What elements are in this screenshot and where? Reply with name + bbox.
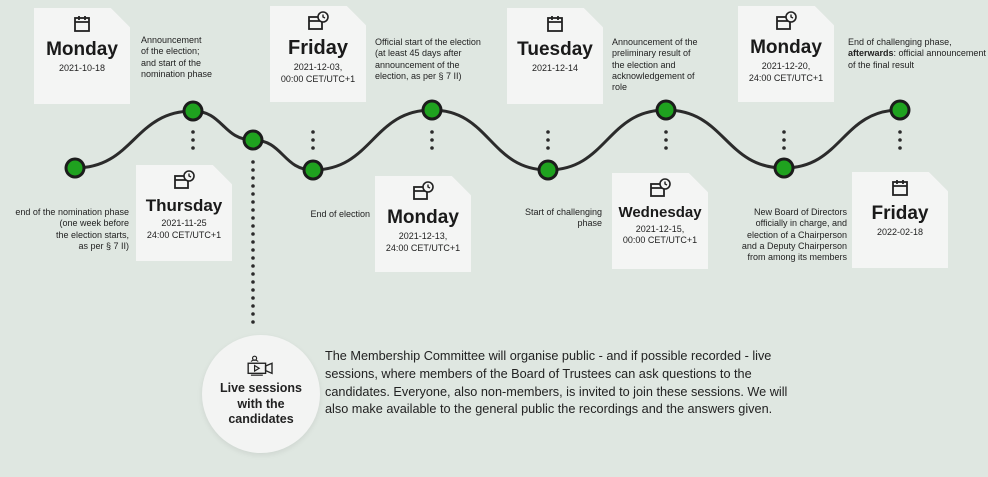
card-day: Wednesday bbox=[618, 204, 702, 221]
calendar-clock-icon bbox=[308, 11, 329, 30]
live-video-icon bbox=[247, 355, 273, 376]
wave-line bbox=[74, 108, 901, 172]
calendar-clock-icon bbox=[413, 181, 434, 200]
calendar-icon bbox=[74, 16, 90, 32]
card-date: 2021-10-18 bbox=[58, 62, 106, 73]
date-card-preliminary-result: Tuesday 2021-12-14 bbox=[507, 8, 603, 104]
desc-new-board: New Board of Directors officially in cha… bbox=[741, 207, 847, 262]
card-day: Tuesday bbox=[517, 39, 593, 60]
desc-part: End of challenging phase, bbox=[848, 37, 952, 47]
live-sessions-badge: Live sessions with the candidates bbox=[202, 335, 320, 453]
desc-challenge-end: End of challenging phase, afterwards: of… bbox=[848, 37, 988, 71]
connector-live-sessions bbox=[251, 160, 255, 324]
timeline-node bbox=[67, 160, 83, 176]
timeline-node bbox=[658, 102, 674, 118]
timeline-node bbox=[892, 102, 908, 118]
card-date: 2021-11-25 24:00 CET/UTC+1 bbox=[146, 217, 222, 240]
card-date: 2021-12-14 bbox=[531, 62, 579, 73]
date-card-election-start: Friday 2021-12-03, 00:00 CET/UTC+1 bbox=[270, 6, 366, 102]
card-day: Friday bbox=[287, 37, 349, 59]
connector-friday bbox=[311, 130, 315, 150]
card-day: Monday bbox=[750, 37, 822, 58]
desc-election-start: Official start of the election (at least… bbox=[375, 37, 481, 81]
calendar-clock-icon bbox=[650, 178, 671, 197]
timeline-node bbox=[245, 132, 261, 148]
calendar-clock-icon bbox=[776, 11, 797, 30]
connector-thursday bbox=[191, 130, 195, 150]
date-card-challenge-start: Wednesday 2021-12-15, 00:00 CET/UTC+1 bbox=[612, 173, 708, 269]
desc-emphasis: afterwards bbox=[848, 48, 894, 59]
connector-tuesday bbox=[546, 130, 550, 150]
timeline-node bbox=[305, 162, 321, 178]
desc-part: : official announcement of the final res… bbox=[848, 48, 986, 70]
date-card-challenge-end: Monday 2021-12-20, 24:00 CET/UTC+1 bbox=[738, 6, 834, 102]
connector-friday-0218 bbox=[898, 130, 902, 150]
date-card-nomination-end: Thursday 2021-11-25 24:00 CET/UTC+1 bbox=[136, 165, 232, 261]
card-date: 2021-12-15, 00:00 CET/UTC+1 bbox=[622, 223, 698, 246]
timeline-nodes bbox=[64, 99, 911, 181]
live-sessions-label: Live sessions with the candidates bbox=[220, 381, 302, 427]
live-sessions-description: The Membership Committee will organise p… bbox=[325, 349, 788, 417]
calendar-clock-icon bbox=[174, 170, 195, 189]
date-card-announcement: Monday 2021-10-18 bbox=[34, 8, 130, 104]
timeline-node bbox=[185, 103, 201, 119]
card-day: Monday bbox=[46, 39, 118, 60]
card-date: 2021-12-03, 00:00 CET/UTC+1 bbox=[280, 62, 356, 84]
calendar-icon bbox=[892, 180, 908, 196]
connector-wednesday bbox=[664, 130, 668, 150]
timeline-node bbox=[424, 102, 440, 118]
calendar-icon bbox=[547, 16, 563, 32]
connector-monday-1220 bbox=[782, 130, 786, 150]
card-date: 2021-12-13, 24:00 CET/UTC+1 bbox=[385, 230, 461, 253]
connectors bbox=[191, 130, 902, 324]
connector-monday-1213 bbox=[430, 130, 434, 150]
card-date: 2021-12-20, 24:00 CET/UTC+1 bbox=[748, 60, 824, 83]
timeline-node bbox=[776, 160, 792, 176]
date-card-election-end: Monday 2021-12-13, 24:00 CET/UTC+1 bbox=[375, 176, 471, 272]
desc-challenge-start: Start of challenging phase bbox=[524, 207, 602, 229]
card-date: 2022-02-18 bbox=[876, 226, 924, 237]
timeline-node bbox=[540, 162, 556, 178]
desc-election-end: End of election bbox=[310, 209, 370, 219]
desc-preliminary-result: Announcement of the preliminary result o… bbox=[612, 37, 698, 92]
desc-nomination-end: end of the nomination phase (one week be… bbox=[15, 207, 129, 251]
desc-announcement: Announcement of the election; and start … bbox=[141, 35, 213, 79]
card-day: Friday bbox=[871, 203, 929, 224]
card-day: Monday bbox=[387, 207, 459, 228]
card-day: Thursday bbox=[145, 196, 223, 215]
date-card-new-board: Friday 2022-02-18 bbox=[852, 172, 948, 268]
